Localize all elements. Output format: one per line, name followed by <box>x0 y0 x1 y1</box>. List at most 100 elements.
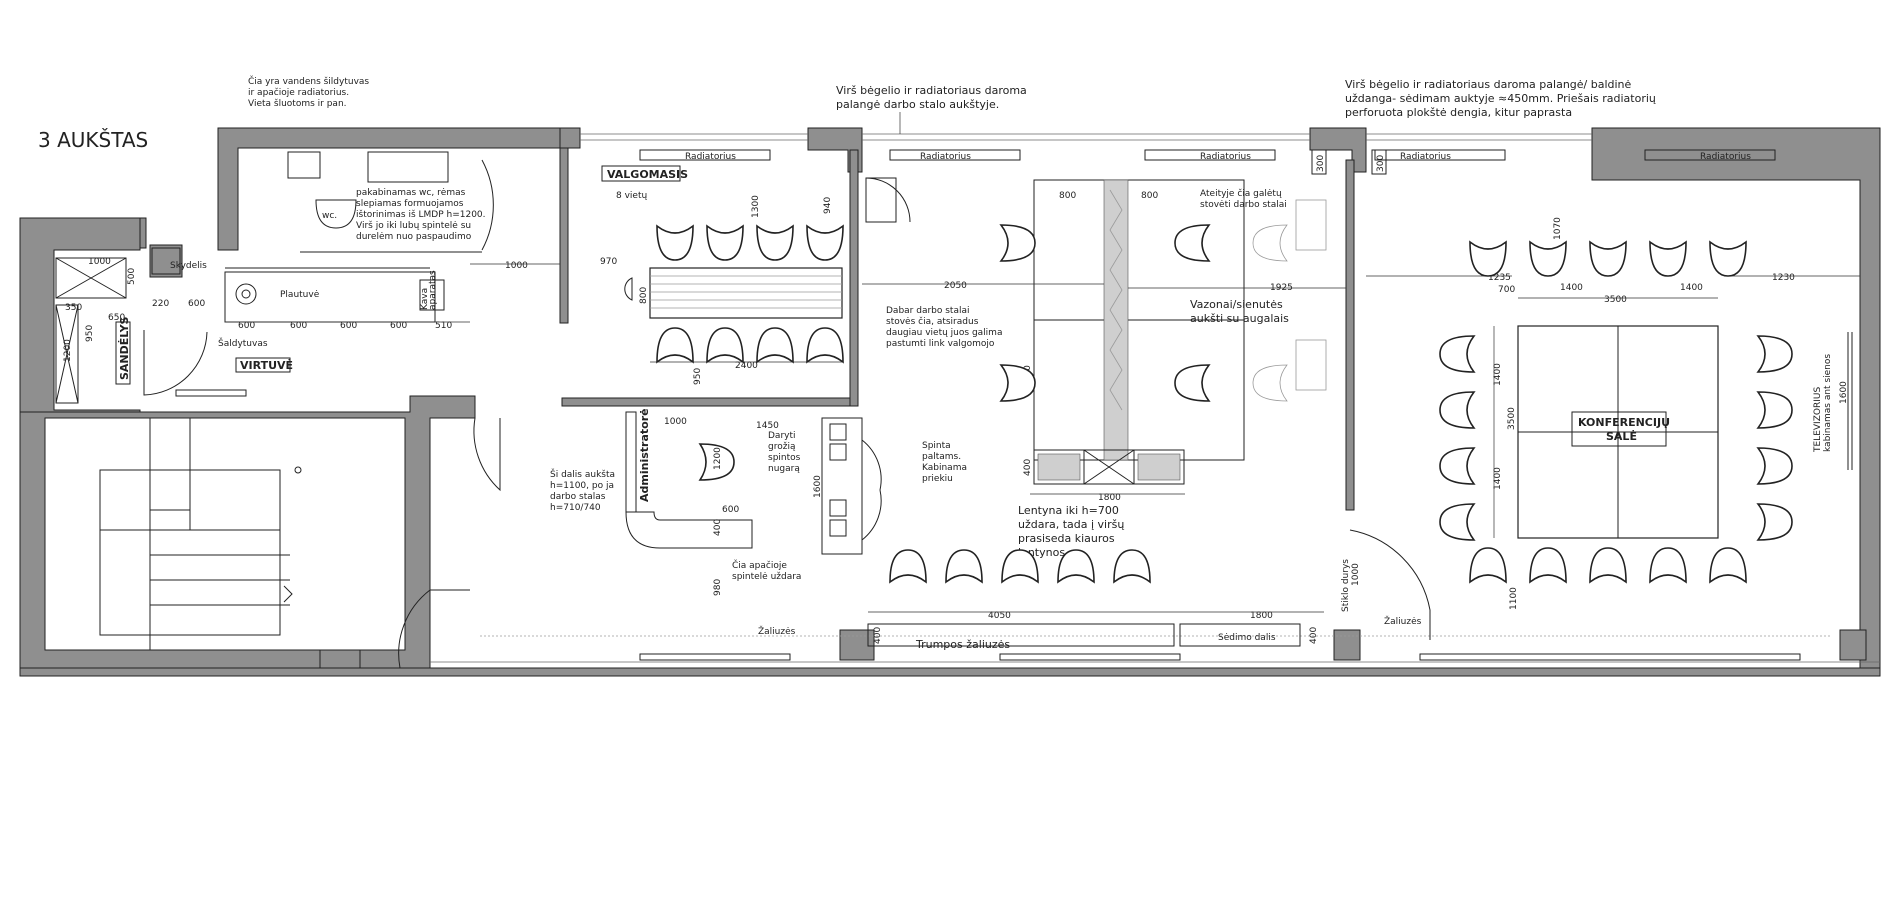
note-dabar: Dabar darbo stalai <box>886 306 970 316</box>
svg-text:aukšti su augalais: aukšti su augalais <box>1190 312 1289 325</box>
konferenciju-label-1: KONFERENCIJŲ <box>1578 416 1670 429</box>
svg-text:stovės čia, atsiradus: stovės čia, atsiradus <box>886 316 979 327</box>
svg-text:pakabinamas wc, rėmas: pakabinamas wc, rėmas <box>356 188 466 198</box>
radiators: Radiatorius Radiatorius Radiatorius Radi… <box>639 149 1776 162</box>
svg-text:spintelė uždara: spintelė uždara <box>732 572 801 582</box>
svg-text:palangė darbo stalo aukštyje.: palangė darbo stalo aukštyje. <box>836 98 999 111</box>
dim-1200-adm: 1200 <box>713 447 723 470</box>
note-spinta: Spinta <box>922 441 951 451</box>
administratore-label: Administratorė <box>638 408 651 502</box>
dim-300b: 300 <box>1376 155 1386 172</box>
stiklo-durys-label: Stiklo durys <box>1341 559 1351 612</box>
dim-400-adm: 400 <box>713 519 723 536</box>
conference-chair-2 <box>1589 240 1627 277</box>
note-cia-apacioje: Čia apačioje <box>732 559 787 571</box>
kava-label-2: aparatas <box>428 270 438 310</box>
dim-600-3: 600 <box>340 321 357 331</box>
dim-1000-door: 1000 <box>1351 563 1361 586</box>
dim-950b: 950 <box>693 368 703 385</box>
dim-940: 940 <box>823 197 833 214</box>
dim-400b: 400 <box>873 627 883 644</box>
conference-chair-9 <box>1709 547 1747 584</box>
dim-600-4: 600 <box>390 321 407 331</box>
glass-door: Stiklo durys 1000 300 300 <box>1311 149 1431 640</box>
svg-text:Virš jo iki lubų spintelė su: Virš jo iki lubų spintelė su <box>356 220 471 231</box>
radiator-label-5: Radiatorius <box>1700 152 1751 162</box>
svg-text:nugarą: nugarą <box>768 464 800 474</box>
kitchen: Plautuvė Kava aparatas 600 600 600 600 5… <box>175 151 560 397</box>
svg-text:prasiseda kiauros: prasiseda kiauros <box>1018 532 1115 545</box>
dim-980: 980 <box>713 579 723 596</box>
svg-text:h=710/740: h=710/740 <box>550 503 601 513</box>
conference-chair-8 <box>1649 547 1687 584</box>
dim-1300: 1300 <box>751 195 761 218</box>
dim-2400: 2400 <box>735 361 758 371</box>
svg-text:darbo stalas: darbo stalas <box>550 492 606 502</box>
dim-3500: 3500 <box>1604 295 1627 305</box>
conference-chair-11 <box>1439 391 1476 429</box>
dim-800-table: 800 <box>639 287 649 304</box>
svg-text:h=1100, po ja: h=1100, po ja <box>550 481 614 491</box>
floor-title: 3 AUKŠTAS <box>38 128 148 152</box>
dim-350: 350 <box>65 303 82 313</box>
conference-chair-10 <box>1439 335 1476 373</box>
sandelys-label: SANDĖLYS <box>117 316 131 380</box>
note-lentyna: Lentyna iki h=700 <box>1018 504 1119 517</box>
dim-1400v2: 1400 <box>1493 467 1503 490</box>
radiator-label-4: Radiatorius <box>1400 152 1451 162</box>
svg-text:Čia yra vandens šildytuvas: Čia yra vandens šildytuvas <box>248 75 369 87</box>
svg-text:uždanga- sėdimam auktyje ≈450m: uždanga- sėdimam auktyje ≈450mm. Priešai… <box>1345 92 1656 105</box>
dim-600-k: 600 <box>188 299 205 309</box>
dim-1000-adm: 1000 <box>664 417 687 427</box>
walls <box>19 127 1881 677</box>
plautuve-label: Plautuvė <box>280 290 320 300</box>
conference-room: KONFERENCIJŲ SALĖ 1235 700 1400 1400 123… <box>1366 217 1860 610</box>
saldytuvas-label: Šaldytuvas <box>218 337 268 349</box>
note-window-mid: Virš bėgelio ir radiatoriaus daroma pala… <box>836 84 1027 134</box>
zaliuzes-left: Žaliuzės <box>758 625 796 637</box>
svg-text:perforuota plokštė dengia, kit: perforuota plokštė dengia, kitur paprast… <box>1345 106 1572 119</box>
svg-text:Vieta šluotoms ir pan.: Vieta šluotoms ir pan. <box>248 98 347 109</box>
dim-400c: 400 <box>1309 627 1319 644</box>
dim-1450: 1450 <box>756 421 779 431</box>
dim-650: 650 <box>108 313 125 323</box>
svg-text:pastumti link valgomojo: pastumti link valgomojo <box>886 339 995 349</box>
svg-text:uždara, tada į viršų: uždara, tada į viršų <box>1018 518 1124 531</box>
conference-chair-16 <box>1756 447 1793 485</box>
conference-chair-5 <box>1469 547 1507 584</box>
svg-text:slepiamas formuojamos: slepiamas formuojamos <box>356 199 464 209</box>
sedimo-dalis-label: Sėdimo dalis <box>1218 633 1276 643</box>
dim-500: 500 <box>127 268 137 285</box>
svg-text:priekiu: priekiu <box>922 474 953 484</box>
dim-600-1: 600 <box>238 321 255 331</box>
dim-1200-store: 1200 <box>63 339 73 362</box>
conference-chair-13 <box>1439 503 1476 541</box>
skydelis-label: Skydelis <box>170 261 207 271</box>
dim-1070: 1070 <box>1553 217 1563 240</box>
radiator-label-1: Radiatorius <box>685 152 736 162</box>
svg-text:ištorinimas iš LMDP h=1200.: ištorinimas iš LMDP h=1200. <box>356 209 486 220</box>
dim-1800: 1800 <box>1098 493 1121 503</box>
televizorius-label-2: kabinamas ant sienos <box>1823 354 1833 452</box>
virtuve-label: VIRTUVĖ <box>240 358 293 372</box>
svg-text:paltams.: paltams. <box>922 452 961 462</box>
note-atelyje: Ateityje čia galėtų <box>1200 188 1282 199</box>
conference-chair-12 <box>1439 447 1476 485</box>
dim-2050: 2050 <box>944 281 967 291</box>
conference-chair-7 <box>1589 547 1627 584</box>
dim-510: 510 <box>435 321 452 331</box>
windows-top <box>430 133 1880 663</box>
dim-300a: 300 <box>1316 155 1326 172</box>
storage-room: 1000 350 650 950 1200 500 SANDĖLYS Skyde… <box>55 247 208 404</box>
dim-800a: 800 <box>1059 191 1076 201</box>
svg-text:daugiau vietų juos galima: daugiau vietų juos galima <box>886 328 1002 338</box>
conference-chair-17 <box>1756 503 1793 541</box>
dim-1400v1: 1400 <box>1493 363 1503 386</box>
svg-text:ir apačioje radiatorius.: ir apačioje radiatorius. <box>248 87 349 98</box>
dim-600-2: 600 <box>290 321 307 331</box>
conference-chair-6 <box>1529 547 1567 584</box>
conference-chair-15 <box>1756 391 1793 429</box>
trumpos-zaliuzes-label: Trumpos žaliuzės <box>915 638 1010 651</box>
note-vazonai: Vazonai/sienutės <box>1190 298 1283 311</box>
dim-1100: 1100 <box>1509 587 1519 610</box>
